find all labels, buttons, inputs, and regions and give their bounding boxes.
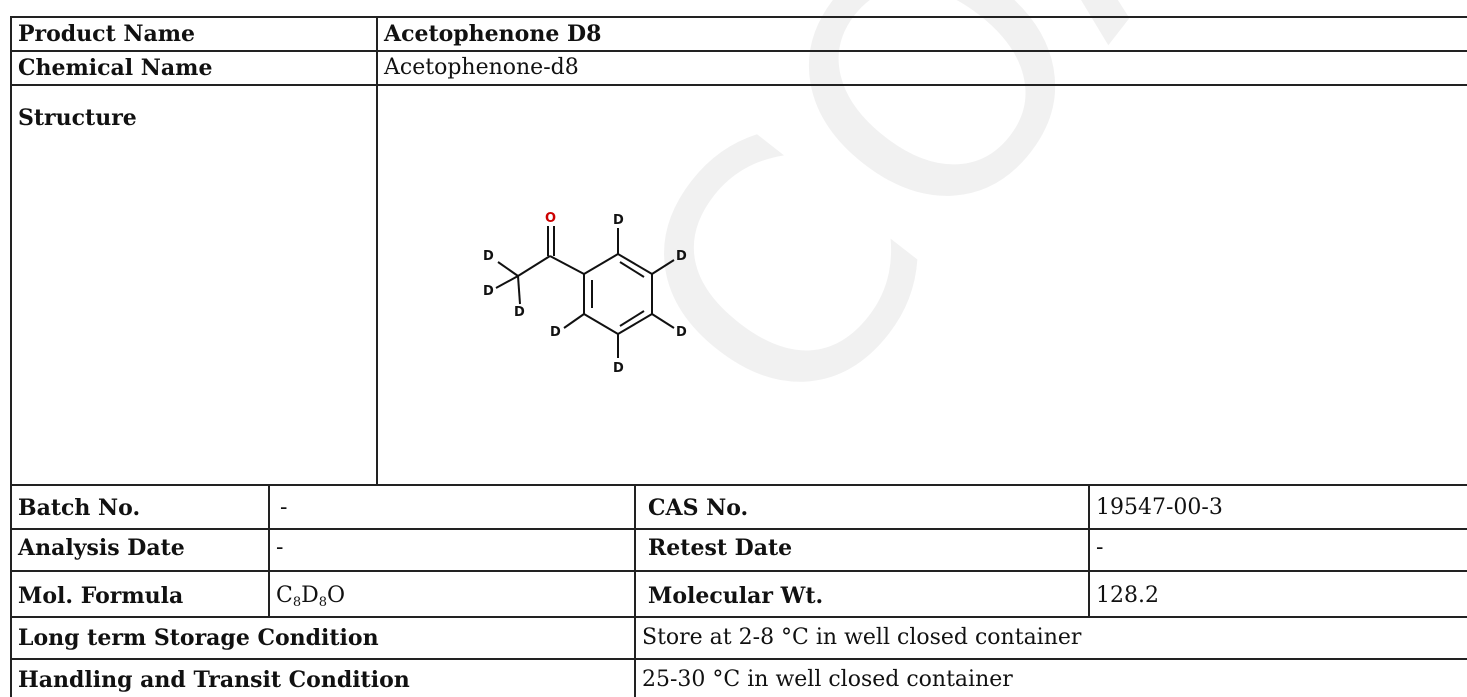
atom-deuterium: D: [483, 284, 494, 299]
structure-image: O D D D D D D D D: [483, 211, 687, 376]
cas-label: CAS No.: [648, 495, 749, 521]
atom-deuterium: D: [483, 249, 494, 264]
column-divider: [634, 484, 636, 697]
atom-deuterium: D: [613, 213, 624, 228]
atom-oxygen: O: [545, 211, 556, 226]
formula-part: O: [327, 583, 346, 608]
analysis-date-value: -: [276, 535, 284, 560]
mol-wt-label: Molecular Wt.: [648, 583, 824, 609]
handling-label: Handling and Transit Condition: [18, 667, 410, 693]
table-border-left: [10, 16, 12, 697]
atom-deuterium: D: [613, 361, 624, 376]
chemical-name-value: Acetophenone-d8: [384, 55, 579, 80]
batch-value: -: [280, 495, 288, 520]
atom-deuterium: D: [514, 305, 525, 320]
storage-value: Store at 2-8 °C in well closed container: [642, 625, 1082, 650]
row-divider: [10, 616, 1467, 618]
structure-label: Structure: [18, 105, 137, 131]
row-divider: [10, 50, 1467, 52]
mol-formula-value: C8D8O: [270, 580, 634, 612]
column-divider: [376, 16, 378, 486]
retest-date-label: Retest Date: [648, 535, 793, 561]
atom-deuterium: D: [550, 325, 561, 340]
row-divider: [10, 570, 1467, 572]
product-name-value: Acetophenone D8: [384, 21, 602, 47]
formula-part: D: [301, 583, 319, 608]
atom-deuterium: D: [676, 249, 687, 264]
formula-part: C: [276, 583, 293, 608]
row-divider: [10, 528, 1467, 530]
row-divider: [10, 484, 1467, 486]
batch-label: Batch No.: [18, 495, 141, 521]
table-border-top: [10, 16, 1467, 18]
cas-value: 19547-00-3: [1096, 495, 1223, 520]
formula-subscript: 8: [292, 595, 302, 610]
row-divider: [10, 658, 1467, 660]
handling-value: 25-30 °C in well closed container: [642, 667, 1013, 692]
column-divider: [1088, 484, 1090, 618]
mol-wt-value: 128.2: [1096, 583, 1159, 608]
atom-deuterium: D: [676, 325, 687, 340]
column-divider: [268, 484, 270, 618]
formula-subscript: 8: [318, 595, 328, 610]
product-name-label: Product Name: [18, 21, 196, 47]
storage-label: Long term Storage Condition: [18, 625, 379, 651]
mol-formula-label: Mol. Formula: [18, 583, 184, 609]
molecule-bonds: [495, 226, 675, 358]
chemical-name-label: Chemical Name: [18, 55, 213, 81]
analysis-date-label: Analysis Date: [18, 535, 185, 561]
retest-date-value: -: [1096, 535, 1104, 560]
row-divider: [10, 84, 1467, 86]
